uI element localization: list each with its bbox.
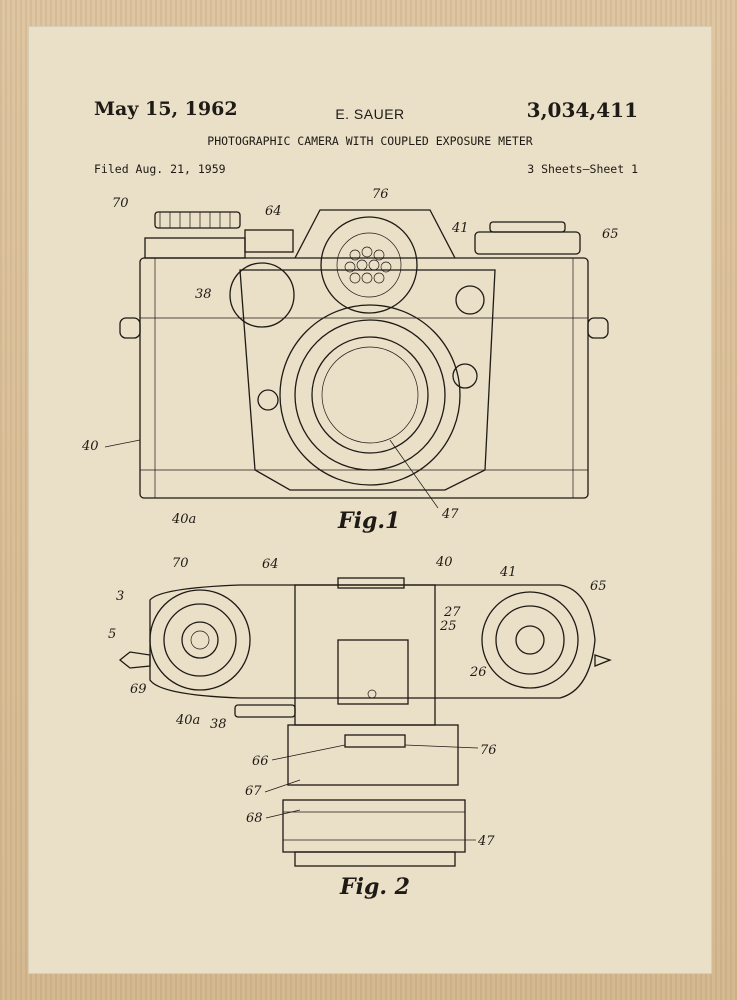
fig2-drawing: 70 64 40 41 65 3 5 27 25 26 69 40a 38 66… [108, 555, 612, 867]
svg-text:66: 66 [252, 754, 269, 769]
prism-housing [294, 209, 456, 259]
lens-outer-ring [279, 304, 461, 486]
svg-text:47: 47 [477, 834, 495, 849]
svg-text:40a: 40a [171, 512, 196, 527]
svg-text:40: 40 [435, 555, 453, 570]
svg-text:76: 76 [480, 743, 497, 758]
svg-text:27: 27 [443, 605, 461, 620]
svg-text:38: 38 [210, 717, 227, 732]
lens-glass [311, 336, 429, 454]
patent-date: May 15, 1962 [94, 98, 238, 120]
accessory-shoe [337, 639, 409, 705]
svg-text:70: 70 [112, 196, 129, 211]
svg-text:68: 68 [246, 811, 263, 826]
svg-text:64: 64 [262, 557, 279, 572]
lens-mount-plate [239, 269, 496, 491]
svg-text:41: 41 [499, 565, 517, 580]
svg-text:5: 5 [108, 627, 116, 642]
svg-text:40: 40 [81, 439, 99, 454]
svg-text:3: 3 [116, 589, 124, 604]
meter-cells [344, 246, 392, 284]
sheet-count: 3 Sheets–Sheet 1 [527, 162, 638, 176]
inventor-name: E. SAUER [335, 106, 405, 122]
svg-text:65: 65 [590, 579, 607, 594]
svg-text:64: 64 [265, 204, 282, 219]
fig1-label: Fig.1 [338, 508, 401, 534]
fig2-label: Fig. 2 [340, 874, 410, 900]
top-body-outline [149, 584, 596, 699]
svg-text:47: 47 [441, 507, 459, 522]
svg-text:70: 70 [172, 556, 189, 571]
patent-title: PHOTOGRAPHIC CAMERA WITH COUPLED EXPOSUR… [207, 134, 533, 148]
lens-focus-ring [282, 799, 466, 853]
left-strap-lug [119, 317, 141, 339]
svg-text:26: 26 [469, 665, 487, 680]
camera-body-outline [139, 257, 589, 499]
rewind-knob-top [481, 591, 579, 689]
svg-text:65: 65 [602, 227, 619, 242]
filed-date: Filed Aug. 21, 1959 [94, 162, 226, 176]
lever-64 [244, 229, 294, 253]
lens-barrel-top [287, 724, 459, 786]
svg-text:40a: 40a [175, 713, 200, 728]
knob-38 [229, 262, 295, 328]
patent-sheet: May 15, 1962 E. SAUER 3,034,411 PHOTOGRA… [28, 26, 712, 974]
svg-text:76: 76 [372, 187, 389, 202]
svg-text:25: 25 [439, 619, 457, 634]
shutter-dial-top [149, 589, 251, 691]
svg-text:41: 41 [451, 221, 469, 236]
shutter-dial [154, 211, 241, 229]
fig1-drawing: 70 64 76 41 65 38 40 40a 47 [81, 187, 619, 527]
right-strap-lug [587, 317, 609, 339]
svg-text:69: 69 [130, 682, 147, 697]
svg-text:67: 67 [245, 784, 262, 799]
patent-number: 3,034,411 [526, 98, 638, 122]
svg-text:38: 38 [195, 287, 212, 302]
meter-window [320, 216, 418, 314]
